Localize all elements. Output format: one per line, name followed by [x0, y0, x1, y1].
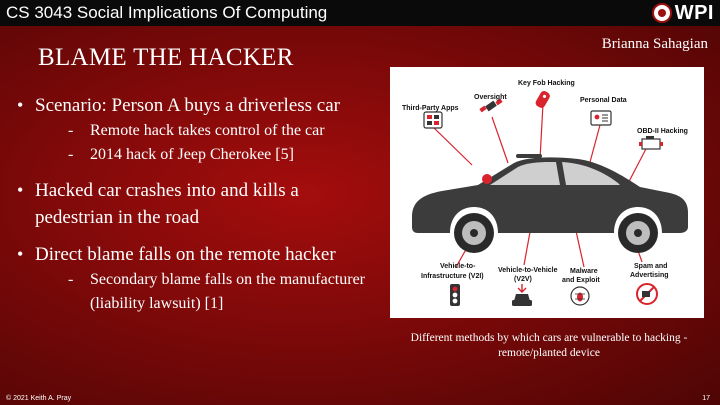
seal-icon	[651, 3, 672, 23]
logo-text: WPI	[674, 1, 714, 24]
satellite-icon	[479, 98, 503, 113]
malware-bug-icon	[570, 286, 590, 306]
label-key-fob: Key Fob Hacking	[518, 80, 575, 87]
personal-data-icon	[590, 110, 612, 126]
sub-list: Remote hack takes control of the car 201…	[14, 119, 374, 167]
car-icon	[412, 154, 688, 253]
sub-bullet: Remote hack takes control of the car	[68, 119, 374, 143]
author-name: Brianna Sahagian	[601, 36, 708, 52]
label-v2i-2: Infrastructure (V2I)	[421, 273, 484, 280]
bullet-text: Scenario: Person A buys a driverless car	[14, 92, 374, 119]
v2v-car-icon	[512, 284, 532, 306]
key-fob-icon	[535, 91, 550, 108]
bullet-item: Scenario: Person A buys a driverless car…	[14, 92, 374, 167]
third-party-apps-icon	[423, 111, 443, 129]
label-malware-2: and Exploit	[562, 277, 600, 284]
bullet-text: Direct blame falls on the remote hacker	[14, 241, 374, 268]
page-number: 17	[702, 395, 710, 402]
label-spam-2: Advertising	[630, 272, 669, 279]
slide-title: BLAME THE HACKER	[38, 44, 294, 71]
label-v2v: Vehicle-to-Vehicle	[498, 267, 558, 274]
label-third-party: Third-Party Apps	[402, 105, 459, 112]
diagram-svg: Third-Party Apps Oversight Key Fob Hacki…	[402, 80, 688, 306]
wpi-logo: WPI	[651, 1, 714, 24]
label-personal-data: Personal Data	[580, 97, 627, 104]
label-oversight: Oversight	[474, 94, 507, 101]
car-hacking-diagram: Third-Party Apps Oversight Key Fob Hacki…	[390, 67, 704, 318]
header-bar: CS 3043 Social Implications Of Computing…	[0, 0, 720, 26]
traffic-light-icon	[450, 284, 460, 306]
label-malware: Malware	[570, 268, 598, 275]
bullet-item: Hacked car crashes into and kills a pede…	[14, 177, 374, 231]
sub-bullet: Secondary blame falls on the manufacture…	[68, 268, 374, 316]
label-v2v-2: (V2V)	[514, 276, 532, 283]
obd-engine-icon	[639, 136, 663, 150]
label-spam: Spam and	[634, 263, 667, 270]
label-obd: OBD-II Hacking	[637, 128, 688, 135]
spam-blocked-icon	[636, 283, 658, 305]
sub-list: Secondary blame falls on the manufacture…	[14, 268, 374, 316]
bullet-text: Hacked car crashes into and kills a pede…	[14, 177, 374, 231]
bullet-item: Direct blame falls on the remote hacker …	[14, 241, 374, 316]
sub-bullet: 2014 hack of Jeep Cherokee [5]	[68, 143, 374, 167]
bullet-list: Scenario: Person A buys a driverless car…	[14, 92, 374, 326]
copyright: © 2021 Keith A. Pray	[6, 395, 72, 402]
course-title: CS 3043 Social Implications Of Computing	[6, 3, 328, 22]
figure-caption: Different methods by which cars are vuln…	[410, 332, 688, 359]
label-v2i: Vehicle-to-	[440, 263, 476, 270]
